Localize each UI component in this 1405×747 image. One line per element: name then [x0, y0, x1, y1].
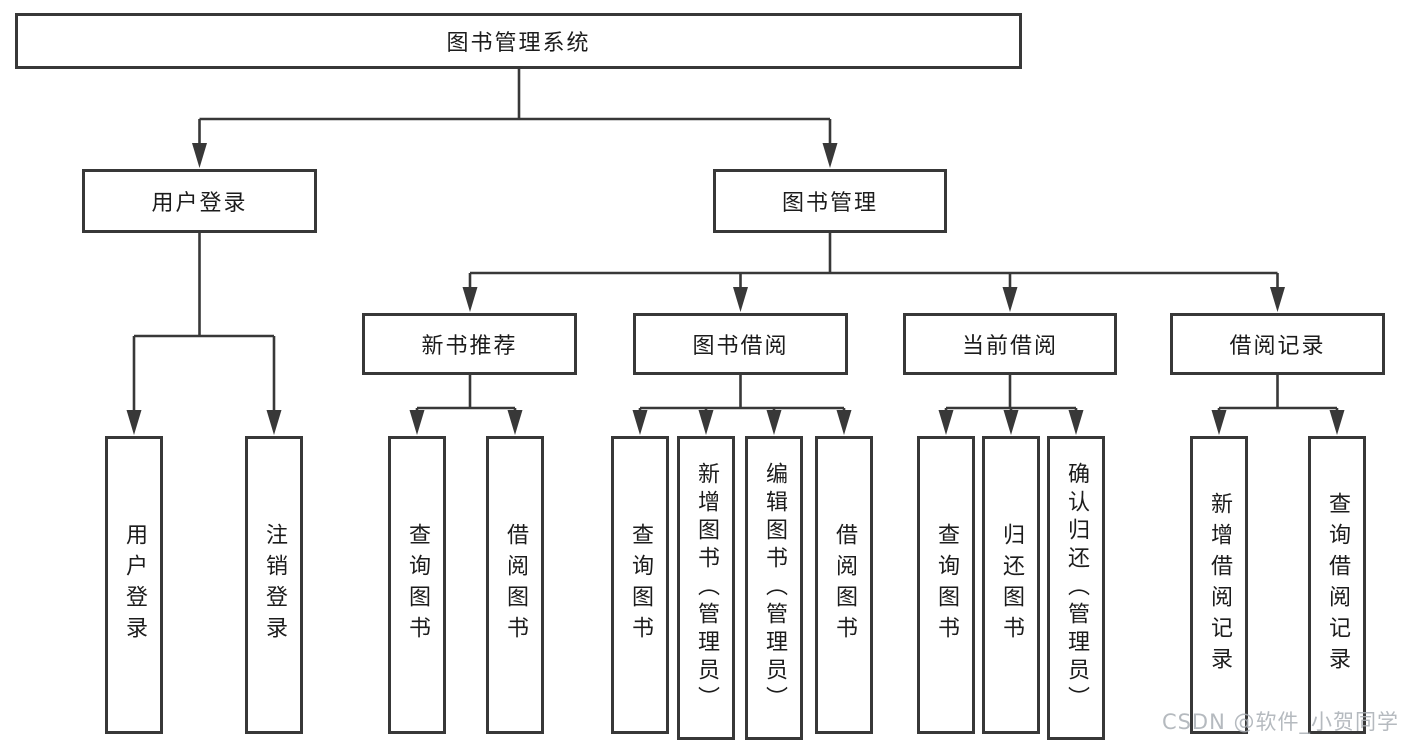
node-label: 图书管理 — [781, 191, 878, 216]
leaf-label: 借阅图书 — [503, 523, 528, 647]
node-label: 图书借阅 — [692, 334, 789, 359]
leaf-query-books-current: 查询图书 — [917, 436, 975, 734]
leaf-label: 用户登录 — [122, 523, 147, 647]
leaf-label: 查询图书 — [405, 523, 430, 647]
node-borrowing-records: 借阅记录 — [1170, 313, 1385, 375]
node-new-book-recommendation: 新书推荐 — [362, 313, 577, 375]
leaf-add-book-admin: 新增图书（管理员） — [677, 436, 735, 740]
leaf-label: 新增图书（管理员） — [694, 462, 719, 714]
leaf-user-login: 用户登录 — [105, 436, 163, 734]
arrowheads — [126, 143, 1345, 435]
leaf-label: 注销登录 — [262, 523, 287, 647]
leaf-add-borrow-record: 新增借阅记录 — [1190, 436, 1248, 734]
node-label: 用户登录 — [151, 191, 248, 216]
node-label: 当前借阅 — [961, 334, 1058, 359]
leaf-label: 确认归还（管理员） — [1064, 462, 1089, 714]
leaf-edit-book-admin: 编辑图书（管理员） — [745, 436, 803, 740]
leaf-label: 查询图书 — [628, 523, 653, 647]
leaf-label: 借阅图书 — [832, 523, 857, 647]
node-book-borrowing: 图书借阅 — [633, 313, 848, 375]
leaf-label: 查询图书 — [934, 523, 959, 647]
leaf-query-books-recommend: 查询图书 — [388, 436, 446, 734]
leaf-label: 编辑图书（管理员） — [762, 462, 787, 714]
node-label: 图书管理系统 — [446, 31, 591, 56]
leaf-borrow-books-recommend: 借阅图书 — [486, 436, 544, 734]
leaf-confirm-return-admin: 确认归还（管理员） — [1047, 436, 1105, 740]
node-library-management-system: 图书管理系统 — [15, 13, 1022, 69]
node-user-login: 用户登录 — [82, 169, 317, 233]
leaf-query-books-borrowing: 查询图书 — [611, 436, 669, 734]
leaf-label: 新增借阅记录 — [1207, 492, 1232, 678]
leaf-query-borrow-record: 查询借阅记录 — [1308, 436, 1366, 734]
csdn-watermark: CSDN @软件_小贺同学 — [1161, 710, 1399, 734]
node-current-borrowing: 当前借阅 — [903, 313, 1117, 375]
leaf-logout: 注销登录 — [245, 436, 303, 734]
leaf-borrow-books-borrowing: 借阅图书 — [815, 436, 873, 734]
node-label: 借阅记录 — [1229, 334, 1326, 359]
node-label: 新书推荐 — [421, 334, 518, 359]
node-book-management: 图书管理 — [713, 169, 947, 233]
leaf-label: 归还图书 — [999, 523, 1024, 647]
leaf-label: 查询借阅记录 — [1325, 492, 1350, 678]
leaf-return-book: 归还图书 — [982, 436, 1040, 734]
